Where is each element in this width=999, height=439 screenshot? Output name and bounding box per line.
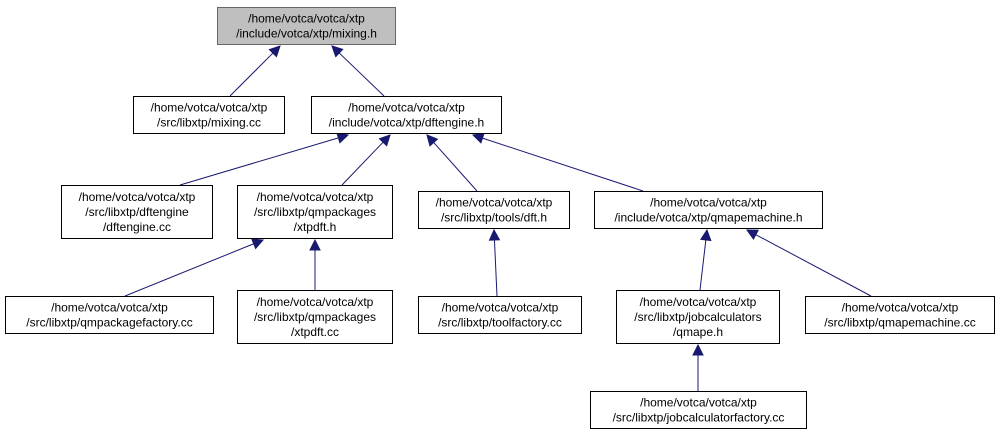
edge-line — [338, 52, 385, 97]
node-box — [616, 290, 780, 344]
node-label-line: /home/votca/votca/xtp — [79, 190, 196, 204]
node-label-line: /src/libxtp/dftengine — [85, 205, 189, 219]
node-label-line: /home/votca/votca/xtp — [257, 190, 374, 204]
node-label-line: /home/votca/votca/xtp — [842, 301, 959, 315]
node-label-line: /src/libxtp/qmapemachine.cc — [824, 316, 975, 330]
edge-line — [493, 239, 498, 297]
node-box — [237, 185, 393, 239]
node-label-line: /include/votca/xtp/dftengine.h — [329, 116, 484, 130]
node-box — [805, 296, 995, 334]
node-box — [133, 96, 285, 134]
node-label-line: /dftengine.cc — [103, 220, 171, 234]
node-label-line: /src/libxtp/qmpackages — [254, 205, 376, 219]
edge-qmapemachine_h-to-dftengine_h — [471, 132, 644, 192]
node-label-line: /home/votca/votca/xtp — [248, 12, 365, 26]
node-mixing-h[interactable]: /home/votca/votca/xtp/include/votca/xtp/… — [217, 7, 396, 45]
node-xtpdft-cc[interactable]: /home/votca/votca/xtp/src/libxtp/qmpacka… — [237, 290, 393, 344]
edge-line — [341, 141, 384, 186]
graph-edges — [124, 45, 872, 391]
node-box — [5, 296, 214, 334]
node-label-line: /src/libxtp/qmpackagefactory.cc — [26, 316, 193, 330]
arrowhead-icon — [336, 132, 350, 144]
edge-qmapemachine_cc-to-qmapemachine_h — [746, 229, 872, 297]
node-label-line: /home/votca/votca/xtp — [442, 301, 559, 315]
node-box — [217, 7, 396, 45]
node-box — [590, 391, 807, 429]
node-qmapemachine-cc[interactable]: /home/votca/votca/xtp/src/libxtp/qmapema… — [805, 296, 995, 334]
graph-nodes: /home/votca/votca/xtp/include/votca/xtp/… — [5, 7, 995, 429]
node-box — [418, 191, 570, 229]
arrowhead-icon — [251, 238, 265, 250]
edge-line — [755, 234, 872, 297]
node-label-line: /src/libxtp/qmpackages — [254, 310, 376, 324]
node-label-line: /home/votca/votca/xtp — [640, 396, 757, 410]
edge-qmape_h-to-qmapemachine_h — [699, 228, 712, 291]
edge-line — [482, 137, 644, 192]
arrowhead-icon — [268, 45, 281, 58]
edge-line — [433, 142, 478, 192]
edge-line — [699, 239, 707, 291]
node-label-line: /home/votca/votca/xtp — [650, 196, 767, 210]
node-label-line: /xtpdft.cc — [291, 325, 339, 339]
edge-mixing_cc-to-mixing_h — [229, 45, 281, 97]
node-label-line: /home/votca/votca/xtp — [51, 301, 168, 315]
node-label-line: /include/votca/xtp/mixing.h — [236, 27, 377, 41]
node-box — [594, 191, 823, 229]
node-box — [237, 290, 393, 344]
arrowhead-icon — [471, 132, 485, 144]
node-label-line: /src/libxtp/mixing.cc — [157, 116, 261, 130]
edge-toolfactory_cc-to-tools_dft_h — [488, 228, 501, 297]
arrowhead-icon — [309, 238, 321, 251]
node-label-line: /xtpdft.h — [294, 220, 337, 234]
node-label-line: /src/libxtp/tools/dft.h — [441, 211, 547, 225]
node-box — [61, 185, 213, 239]
node-label-line: /include/votca/xtp/qmapemachine.h — [614, 211, 802, 225]
node-dftengine-cc[interactable]: /home/votca/votca/xtp/src/libxtp/dftengi… — [61, 185, 213, 239]
arrowhead-icon — [426, 134, 439, 147]
arrowhead-icon — [692, 343, 704, 356]
node-qmpackagefactory-cc[interactable]: /home/votca/votca/xtp/src/libxtp/qmpacka… — [5, 296, 214, 334]
node-jobcalculatorfactory-cc[interactable]: /home/votca/votca/xtp/src/libxtp/jobcalc… — [590, 391, 807, 429]
node-qmape-h[interactable]: /home/votca/votca/xtp/src/libxtp/jobcalc… — [616, 290, 780, 344]
node-label-line: /qmape.h — [673, 325, 723, 339]
node-label-line: /src/libxtp/jobcalculatorfactory.cc — [613, 411, 785, 425]
node-qmapemachine-h[interactable]: /home/votca/votca/xtp/include/votca/xtp/… — [594, 191, 823, 229]
edge-xtpdft_cc-to-xtpdft_h — [309, 238, 321, 290]
node-label-line: /home/votca/votca/xtp — [640, 295, 757, 309]
edge-line — [124, 243, 254, 297]
node-label-line: /home/votca/votca/xtp — [436, 196, 553, 210]
arrowhead-icon — [488, 228, 501, 241]
node-dftengine-h[interactable]: /home/votca/votca/xtp/include/votca/xtp/… — [311, 96, 502, 134]
node-label-line: /src/libxtp/toolfactory.cc — [438, 316, 562, 330]
node-xtpdft-h[interactable]: /home/votca/votca/xtp/src/libxtp/qmpacka… — [237, 185, 393, 239]
node-label-line: /src/libxtp/jobcalculators — [634, 310, 761, 324]
node-mixing-cc[interactable]: /home/votca/votca/xtp/src/libxtp/mixing.… — [133, 96, 285, 134]
node-toolfactory-cc[interactable]: /home/votca/votca/xtp/src/libxtp/toolfac… — [418, 296, 582, 334]
node-box — [418, 296, 582, 334]
node-box — [311, 96, 502, 134]
node-label-line: /home/votca/votca/xtp — [151, 101, 268, 115]
node-label-line: /home/votca/votca/xtp — [348, 101, 465, 115]
node-label-line: /home/votca/votca/xtp — [257, 295, 374, 309]
node-tools-dft-h[interactable]: /home/votca/votca/xtp/src/libxtp/tools/d… — [418, 191, 570, 229]
arrowhead-icon — [746, 229, 759, 241]
edge-tools_dft_h-to-dftengine_h — [426, 134, 478, 192]
arrowhead-icon — [378, 134, 391, 147]
edge-dftengine_cc-to-dftengine_h — [179, 132, 350, 186]
arrowhead-icon — [331, 45, 344, 58]
arrowhead-icon — [700, 228, 712, 242]
edge-xtpdft_h-to-dftengine_h — [341, 134, 391, 186]
edge-line — [179, 137, 339, 186]
edge-jobcalculatorfactory_cc-to-qmape_h — [692, 343, 704, 391]
edge-qmpackagefactory_cc-to-xtpdft_h — [124, 238, 265, 297]
edge-line — [229, 52, 274, 97]
edge-dftengine_h-to-mixing_h — [331, 45, 385, 97]
